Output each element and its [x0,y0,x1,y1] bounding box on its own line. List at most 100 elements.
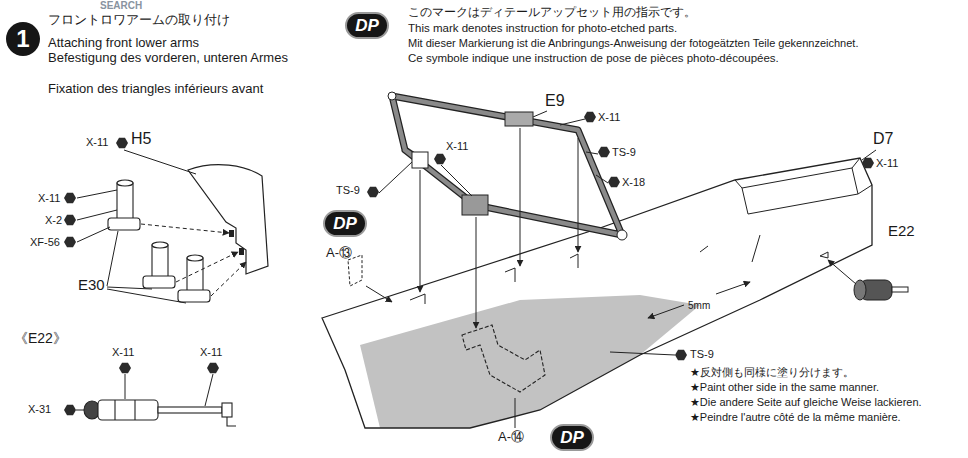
assembly-arrow [476,217,477,328]
note: Ce symbole indique une instruction de po… [408,52,779,65]
e22-detail [84,400,236,426]
paint-hex [64,405,76,415]
leader [610,352,675,355]
dp-badge: DP [345,12,389,39]
cylinder-top [152,242,168,248]
dp-text: DP [333,215,357,232]
paint-hex [64,193,76,203]
slot [229,230,234,237]
paint-code: X-18 [622,176,645,189]
part-number: E30 [78,276,105,293]
note: このマークはディテールアップセット用の指示です。 [408,6,696,19]
leader [515,398,516,428]
paint-code: X-11 [112,346,134,359]
frame-block [505,112,533,126]
leader [441,165,472,196]
frame-block [462,195,488,215]
cylinder-stub [178,290,210,302]
leader [533,111,547,117]
leader [77,210,117,220]
leader [77,190,117,198]
step-number-text: 1 [16,27,29,51]
paint-hex [64,215,76,225]
leader [379,162,412,193]
dimension-arrow [716,282,750,294]
e22-nose [854,280,866,300]
frame-block [412,152,428,168]
dp-badge: DP [323,210,367,237]
dp-badge: DP [550,424,594,451]
paint-note: ★反対側も同様に塗り分けます。 [690,366,854,379]
mount-holes [410,254,578,304]
paint-code: X-31 [28,403,51,416]
paint-note: ★Die andere Seite auf gleiche Weise lack… [690,396,922,409]
step-title: Fixation des triangles inférieurs avant [48,82,263,97]
cylinder [117,183,133,223]
part-number: E22 [888,222,915,239]
watermark: SEARCH [100,0,142,12]
paint-code: X-11 [86,136,108,149]
paint-code: X-2 [45,214,62,227]
part-number: H5 [131,130,151,148]
dimension: 5mm [688,300,710,312]
e30-cylinders [108,180,210,302]
dp-text: DP [355,17,379,34]
step-title: フロントロワアームの取り付け [48,13,230,28]
leader [107,289,186,303]
assembly-arrows [366,111,876,428]
leader [586,152,598,154]
e22-hook [227,417,236,426]
slots [700,235,828,262]
e22-rod [892,287,908,292]
part-number: A-⑬ [326,246,352,261]
leader [560,119,585,125]
paint-hex [584,112,596,122]
paint-code: XF-56 [30,236,60,249]
cockpit [735,158,872,214]
paint-code: X-11 [876,157,898,170]
pe-part-a14 [462,325,545,392]
step-title: Attaching front lower arms [48,36,199,51]
paint-note: ★Paint other side in the same manner. [690,381,879,394]
paint-hex [116,138,128,148]
paint-code: TS-9 [612,146,636,159]
paint-hex [119,363,131,373]
step-title: Befestigung des vorderen, unteren Armes [48,51,288,66]
frame-fork [617,230,627,240]
cylinder-stub [143,276,175,288]
assembly-arrow [578,138,579,252]
part-number: 《E22》 [14,330,67,346]
paint-hex [207,363,219,373]
paint-code: X-11 [446,140,468,153]
leader [107,231,118,286]
e22-body [98,400,158,420]
dp-text: DP [560,429,584,446]
paint-code: TS-9 [690,348,714,361]
paint-hex [862,158,874,168]
assembly-arrow [141,224,229,233]
dimension-arrow [648,305,684,318]
cylinder-top [187,255,203,261]
part-number: D7 [873,130,893,148]
assembly-arrow [211,262,246,296]
paint-code: X-11 [598,111,620,124]
e9-frame [392,96,622,235]
h5-panel [188,165,268,274]
note: Mit dieser Markierung ist die Anbringung… [408,37,858,50]
paint-hex [675,350,687,360]
leader [77,227,110,242]
cylinder-top [117,180,133,186]
frame-outline [392,96,622,235]
paint-hex [434,154,446,164]
assembly-arrow [520,128,521,266]
cylinder-stub [108,218,140,230]
assembly-arrow [828,260,856,284]
slot [239,248,244,255]
assembly-arrow [176,252,238,282]
paint-note: ★Peindre l'autre côté de la même manière… [690,411,901,424]
part-number: A-⑭ [498,430,524,445]
leader [205,374,213,406]
paint-hex [64,237,76,247]
note: This mark denotes instruction for photo-… [408,22,677,35]
